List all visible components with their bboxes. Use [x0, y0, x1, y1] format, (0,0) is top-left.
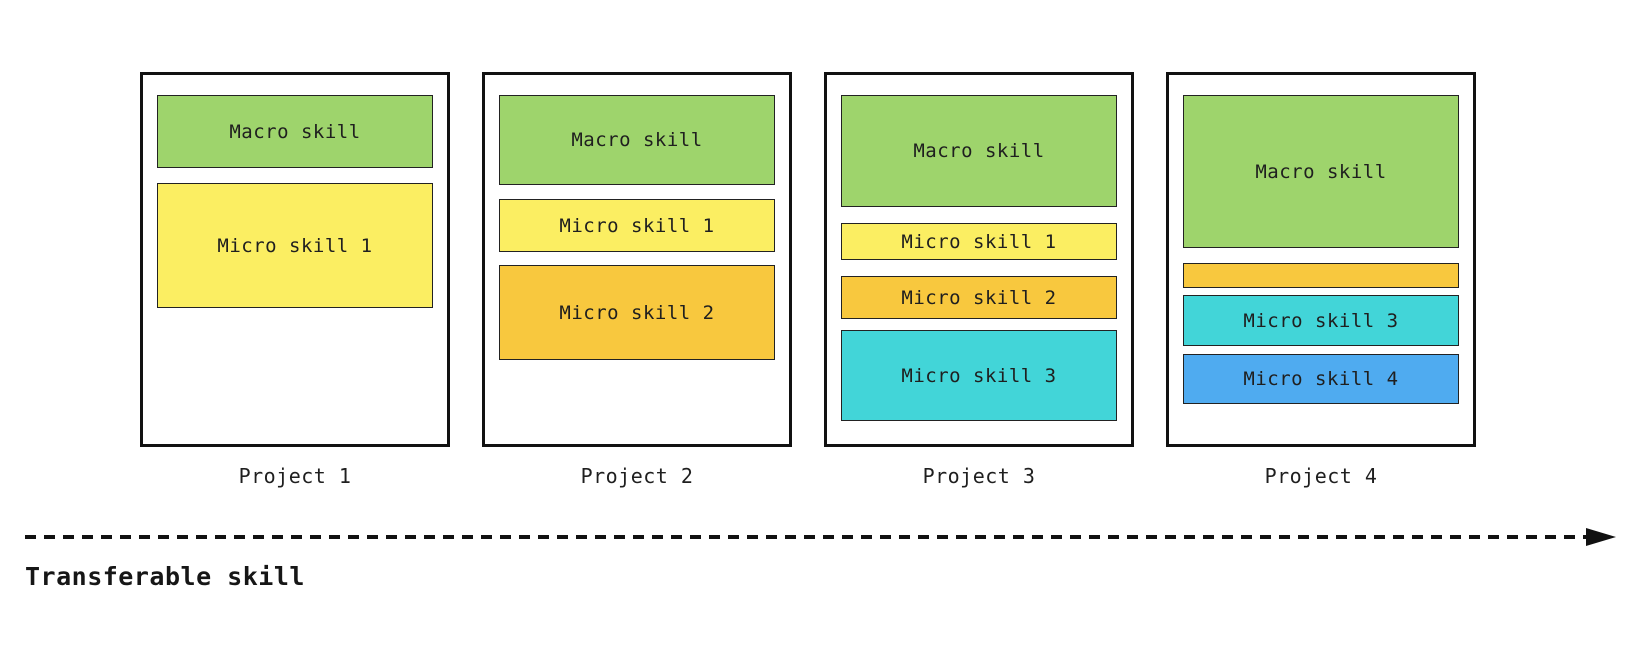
micro-skill-1-block: Micro skill 1: [841, 223, 1117, 260]
micro-skill-3-block: Micro skill 3: [1183, 295, 1459, 346]
macro-skill-block: Macro skill: [499, 95, 775, 185]
project-4-label: Project 4: [1264, 464, 1378, 488]
macro-skill-block: Macro skill: [841, 95, 1117, 207]
macro-skill-block: Macro skill: [1183, 95, 1459, 248]
transferable-skill-label: Transferable skill: [25, 562, 305, 591]
project-1-label: Project 1: [238, 464, 352, 488]
macro-skill-block: Macro skill: [157, 95, 433, 168]
micro-skill-3-block: Micro skill 3: [841, 330, 1117, 421]
micro-skill-1-block: Micro skill 1: [157, 183, 433, 308]
micro-skill-1-block: Micro skill 1: [499, 199, 775, 252]
micro-skill-4-block: Micro skill 4: [1183, 354, 1459, 404]
micro-skill-2-block: Micro skill 2: [841, 276, 1117, 319]
arrow-head-icon: [1586, 528, 1616, 546]
micro-skill-2-block: Micro skill 2: [499, 265, 775, 360]
project-2-label: Project 2: [580, 464, 694, 488]
micro-skill-2-empty-block: [1183, 263, 1459, 288]
project-3-label: Project 3: [922, 464, 1036, 488]
dashed-line: [25, 535, 1586, 539]
